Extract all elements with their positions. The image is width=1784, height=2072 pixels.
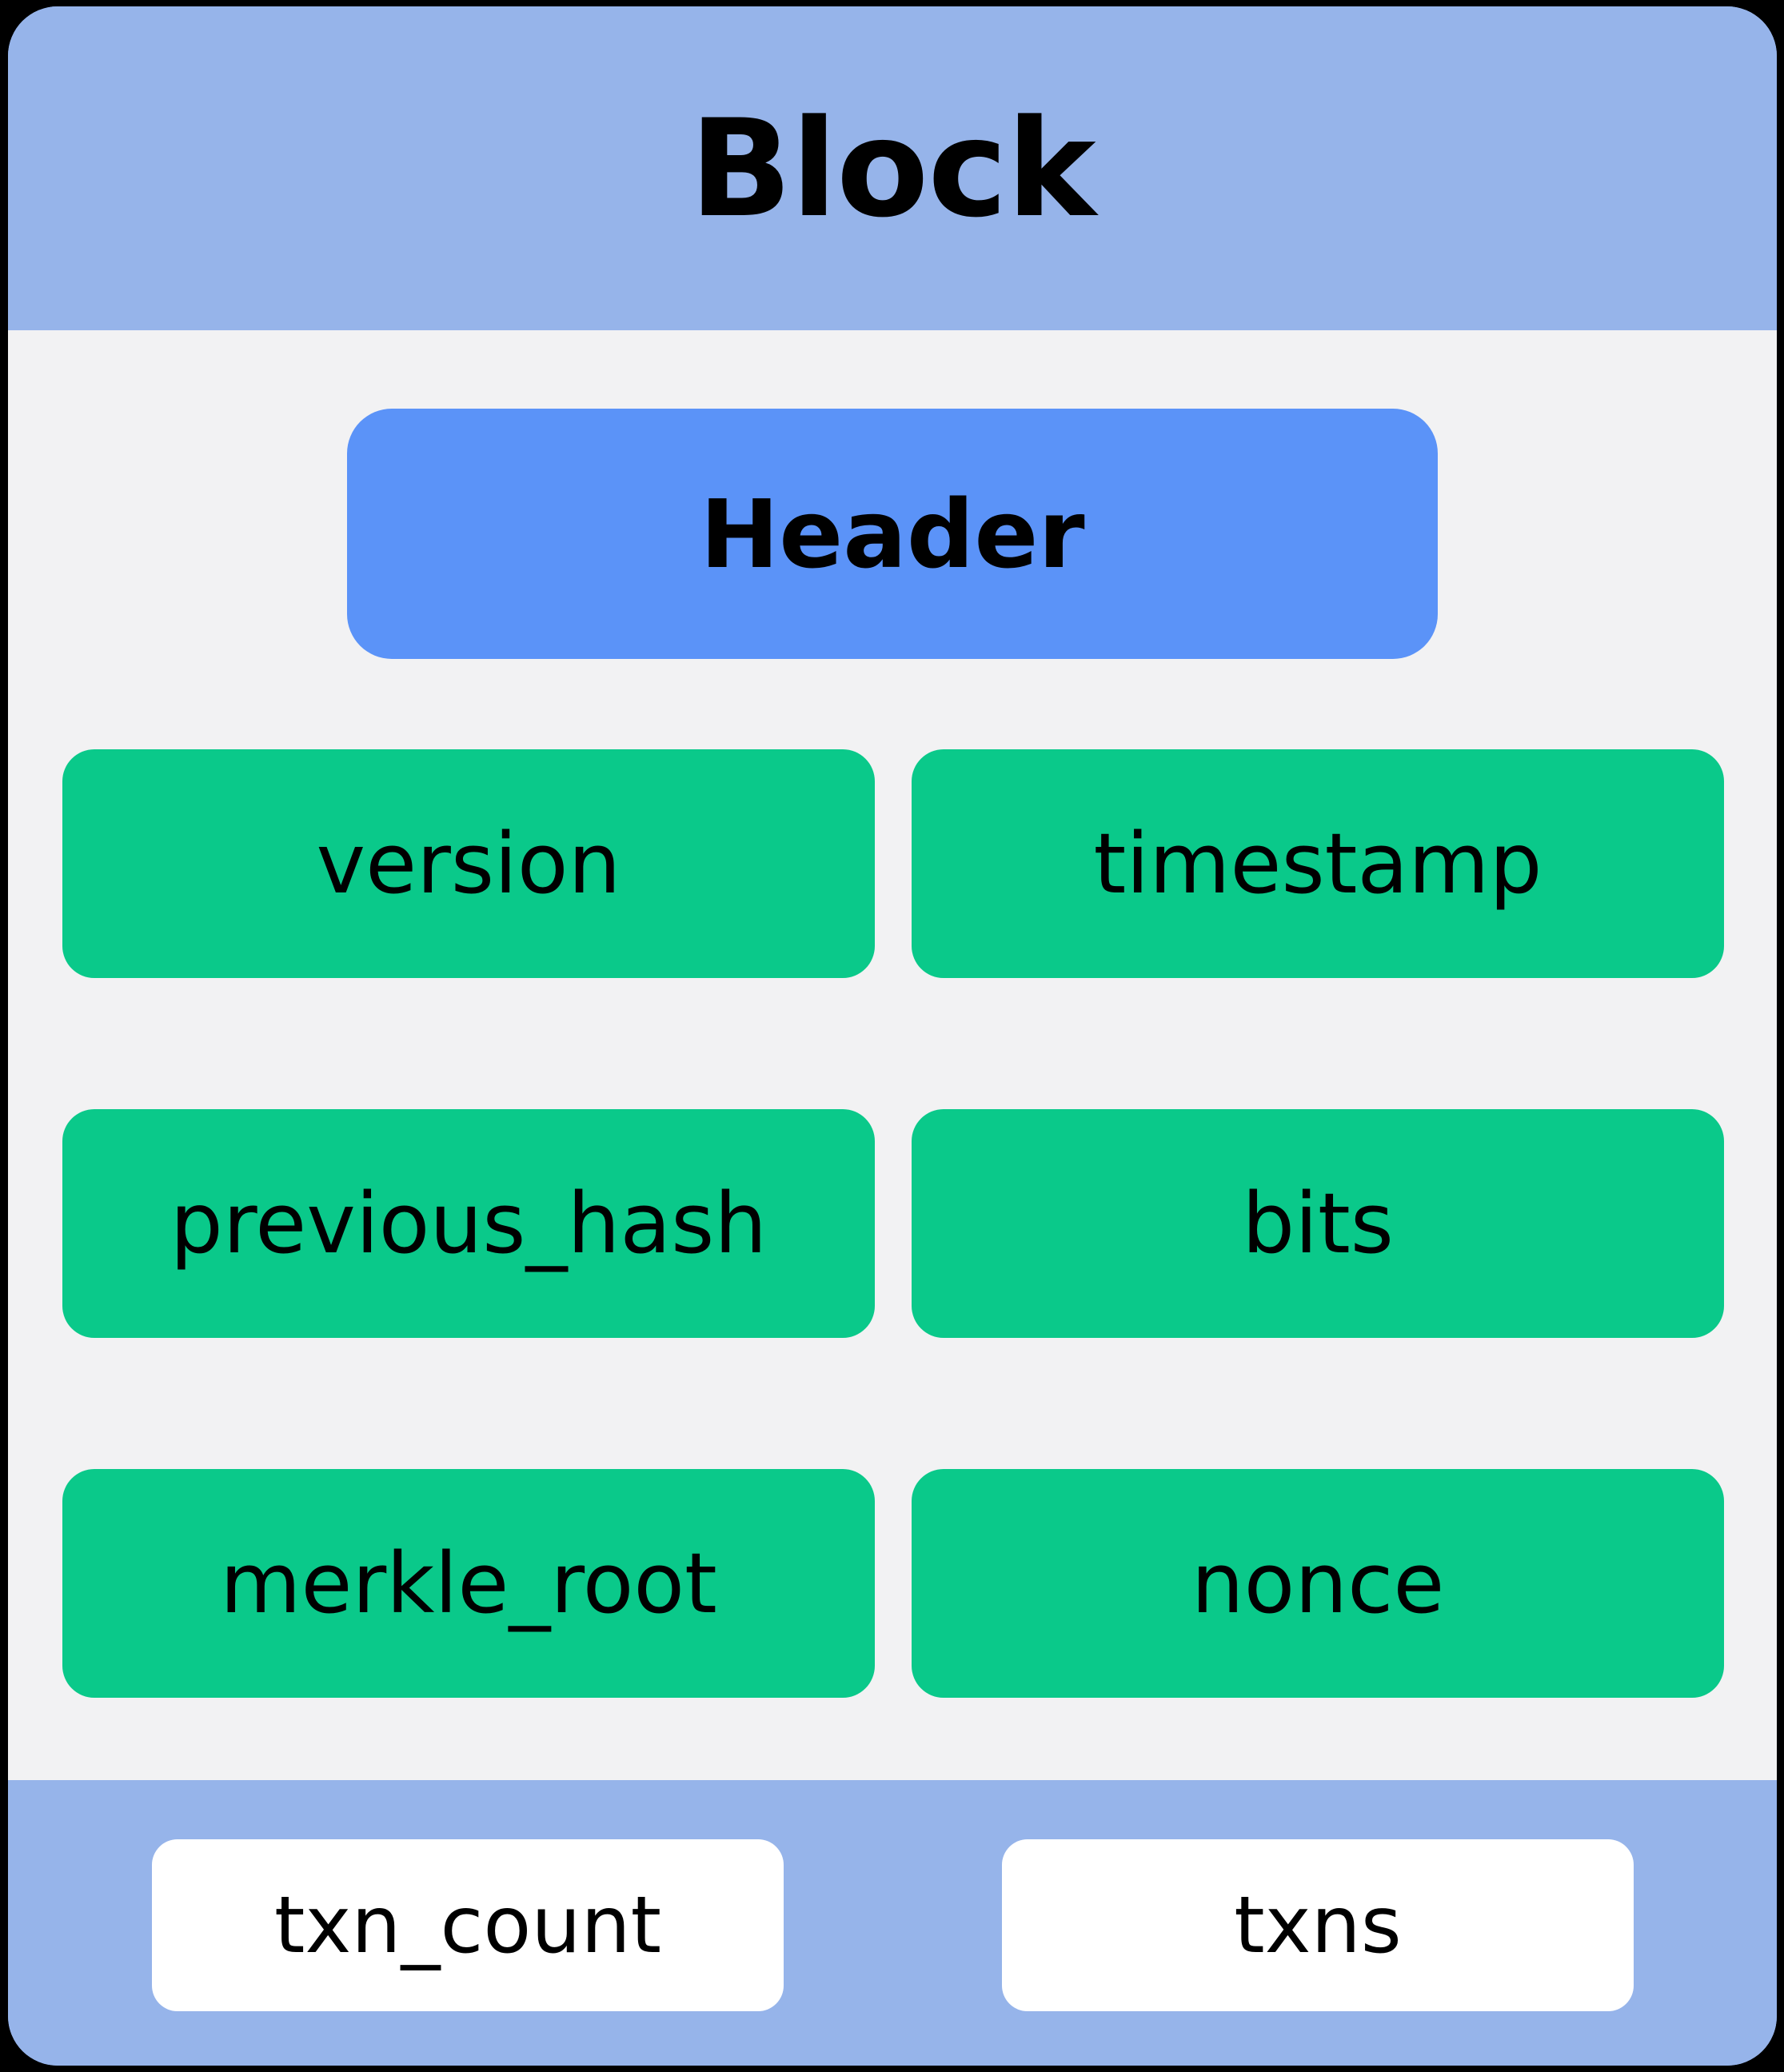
footer-label-txns: txns [1234,1879,1402,1971]
field-pill-previous-hash: previous_hash [62,1109,875,1338]
block-title-band: Block [8,6,1777,330]
block-title: Block [689,90,1096,247]
field-label-nonce: nonce [1191,1535,1445,1632]
header-pill: Header [347,409,1438,659]
block-card: Block Header version timestamp previous_… [8,6,1777,2066]
field-label-version: version [316,815,621,912]
header-pill-label: Header [700,478,1085,589]
footer-pill-txns: txns [1002,1839,1634,2011]
footer-pill-txn-count: txn_count [152,1839,784,2011]
field-label-timestamp: timestamp [1093,815,1543,912]
field-pill-timestamp: timestamp [912,749,1724,978]
field-label-bits: bits [1242,1175,1394,1272]
field-pill-version: version [62,749,875,978]
field-pill-merkle-root: merkle_root [62,1469,875,1698]
field-pill-bits: bits [912,1109,1724,1338]
header-field-grid: version timestamp previous_hash bits mer… [62,749,1725,1698]
field-pill-nonce: nonce [912,1469,1724,1698]
block-body: Header version timestamp previous_hash b… [8,330,1777,1780]
block-footer-band: txn_count txns [8,1780,1777,2066]
footer-label-txn-count: txn_count [273,1879,662,1971]
field-label-previous-hash: previous_hash [170,1175,768,1272]
field-label-merkle-root: merkle_root [220,1535,717,1632]
